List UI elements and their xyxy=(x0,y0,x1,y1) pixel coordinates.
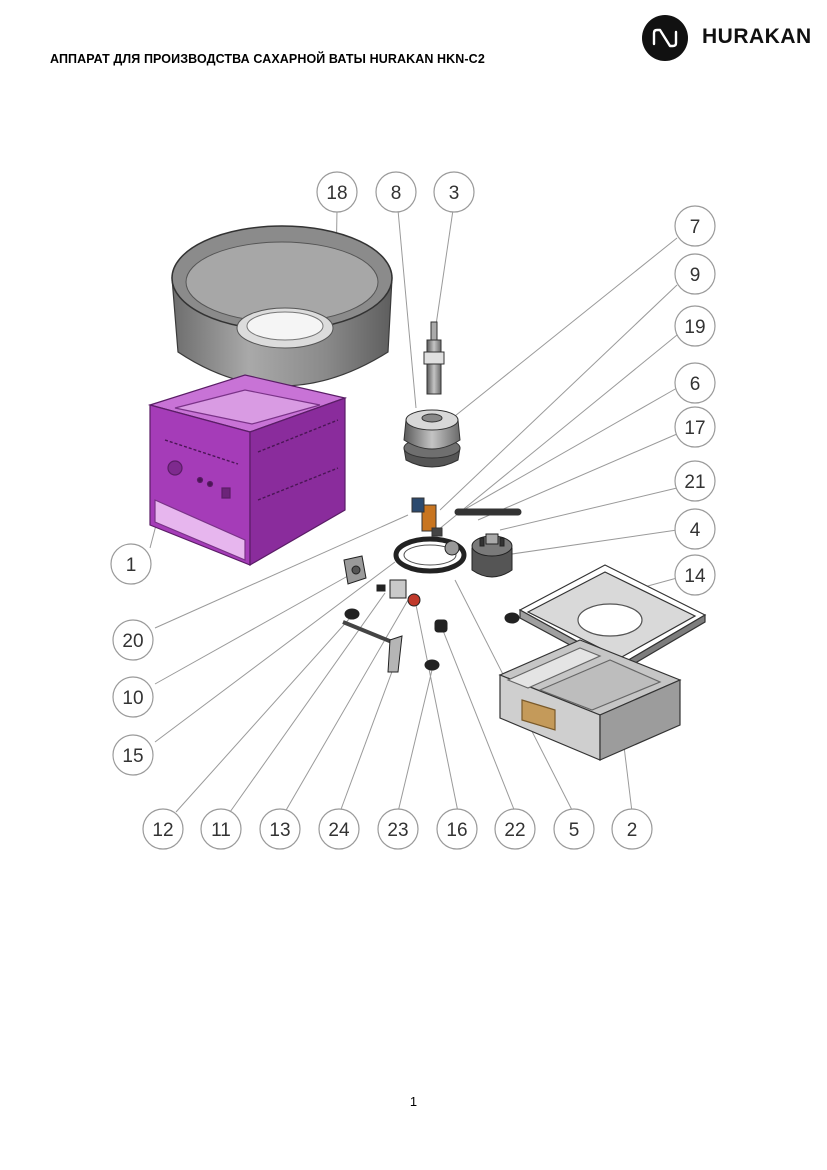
document-title: АППАРАТ ДЛЯ ПРОИЗВОДСТВА САХАРНОЙ ВАТЫ H… xyxy=(50,52,485,66)
leader-lines xyxy=(149,209,678,813)
callout-circle xyxy=(436,808,478,850)
callout-circle xyxy=(112,734,154,776)
callout-label: 21 xyxy=(684,472,705,493)
callout-4: 4 xyxy=(674,508,716,550)
callout-circle xyxy=(110,543,152,585)
callout-12: 12 xyxy=(142,808,184,850)
callout-5: 5 xyxy=(553,808,595,850)
small-parts xyxy=(342,555,520,673)
callout-label: 10 xyxy=(122,688,143,709)
callout-label: 1 xyxy=(126,555,137,576)
callout-24: 24 xyxy=(318,808,360,850)
callout-10: 10 xyxy=(112,676,154,718)
callout-circle xyxy=(674,406,716,448)
callout-circle xyxy=(112,619,154,661)
callout-15: 15 xyxy=(112,734,154,776)
callout-circle xyxy=(377,808,419,850)
callout-label: 3 xyxy=(449,183,460,204)
brand-logo: HURAKAN xyxy=(640,15,820,61)
callout-circle xyxy=(674,253,716,295)
callout-label: 24 xyxy=(328,820,350,841)
callout-circle xyxy=(259,808,301,850)
callouts: 18 8 3 7 9 19 6 17 21 4 14 1 20 10 15 12 11 13 24 23 16 22 5 2 xyxy=(110,171,716,850)
callout-20: 20 xyxy=(112,619,154,661)
callout-label: 5 xyxy=(569,820,580,841)
callout-17: 17 xyxy=(674,406,716,448)
housing xyxy=(147,374,348,567)
callout-label: 15 xyxy=(122,746,143,767)
hurakan-logo-icon xyxy=(642,15,688,61)
callout-label: 12 xyxy=(152,820,173,841)
callout-3: 3 xyxy=(433,171,475,213)
callout-9: 9 xyxy=(674,253,716,295)
page-number: 1 xyxy=(409,1094,418,1109)
callout-circle xyxy=(674,460,716,502)
callout-label: 20 xyxy=(122,631,143,652)
callout-19: 19 xyxy=(674,305,716,347)
callout-1: 1 xyxy=(110,543,152,585)
callout-label: 13 xyxy=(269,820,290,841)
callout-circle xyxy=(674,305,716,347)
callout-11: 11 xyxy=(200,808,242,850)
motor xyxy=(471,533,513,578)
callout-2: 2 xyxy=(611,808,653,850)
callout-label: 23 xyxy=(387,820,408,841)
callout-circle xyxy=(674,508,716,550)
spindle xyxy=(423,321,445,395)
callout-circle xyxy=(553,808,595,850)
callout-21: 21 xyxy=(674,460,716,502)
callout-13: 13 xyxy=(259,808,301,850)
callout-circle xyxy=(611,808,653,850)
callout-label: 22 xyxy=(504,820,525,841)
callout-7: 7 xyxy=(674,205,716,247)
callout-18: 18 xyxy=(316,171,358,213)
callout-circle xyxy=(316,171,358,213)
callout-14: 14 xyxy=(674,554,716,596)
callout-circle xyxy=(318,808,360,850)
callout-label: 2 xyxy=(627,820,638,841)
spinner-head xyxy=(403,409,461,468)
drawer xyxy=(498,639,682,761)
callout-circle xyxy=(200,808,242,850)
callout-circle xyxy=(142,808,184,850)
callout-23: 23 xyxy=(377,808,419,850)
callout-8: 8 xyxy=(375,171,417,213)
callout-circle xyxy=(674,362,716,404)
callout-circle xyxy=(494,808,536,850)
callout-label: 14 xyxy=(684,566,706,587)
callout-circle xyxy=(433,171,475,213)
callout-label: 19 xyxy=(684,317,705,338)
callout-6: 6 xyxy=(674,362,716,404)
bowl xyxy=(171,225,393,387)
callout-circle xyxy=(674,205,716,247)
callout-circle xyxy=(375,171,417,213)
callout-label: 17 xyxy=(684,418,705,439)
callout-label: 4 xyxy=(690,520,701,541)
callout-16: 16 xyxy=(436,808,478,850)
callout-circle xyxy=(112,676,154,718)
callout-circle xyxy=(674,554,716,596)
brand-name: HURAKAN xyxy=(702,25,812,48)
callout-label: 7 xyxy=(690,217,701,238)
callout-label: 6 xyxy=(690,374,701,395)
callout-label: 16 xyxy=(446,820,467,841)
callout-label: 8 xyxy=(391,183,402,204)
heating-element xyxy=(411,497,522,537)
brush-ring xyxy=(393,536,467,574)
callout-label: 18 xyxy=(326,183,347,204)
callout-22: 22 xyxy=(494,808,536,850)
callout-label: 11 xyxy=(211,820,231,841)
callout-label: 9 xyxy=(690,265,701,286)
